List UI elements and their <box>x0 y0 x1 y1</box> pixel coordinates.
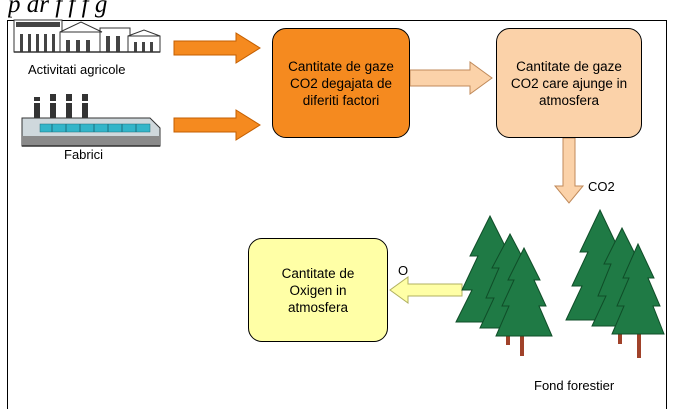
arrow-atmosphere-to-forest <box>553 137 585 204</box>
atmosphere-co2-box: Cantitate de gaze CO2 care ajunge in atm… <box>496 28 642 138</box>
forest-label: Fond forestier <box>534 378 615 393</box>
arrow-forest-to-oxygen <box>389 276 463 304</box>
arrow-factory-to-emitted <box>173 109 261 141</box>
tree-group-right <box>565 208 665 358</box>
emitted-co2-box: Cantitate de gaze CO2 degajata de diferi… <box>272 28 410 138</box>
agriculture-label: Activitati agricole <box>28 62 126 77</box>
tree-group-left <box>455 214 553 356</box>
co2-arrow-label: CO2 <box>588 179 615 194</box>
oxygen-box: Cantitate de Oxigen in atmosfera <box>248 238 388 342</box>
arrow-agri-to-emitted <box>173 32 261 64</box>
frame-top-border <box>7 20 667 21</box>
oxygen-arrow-label: O <box>398 263 409 278</box>
factory-label: Fabrici <box>64 147 104 162</box>
cropped-heading: p dr f f f g <box>8 0 108 18</box>
frame-right-border <box>666 20 667 409</box>
frame-left-border <box>7 20 8 409</box>
arrow-emitted-to-atmosphere <box>409 61 493 95</box>
